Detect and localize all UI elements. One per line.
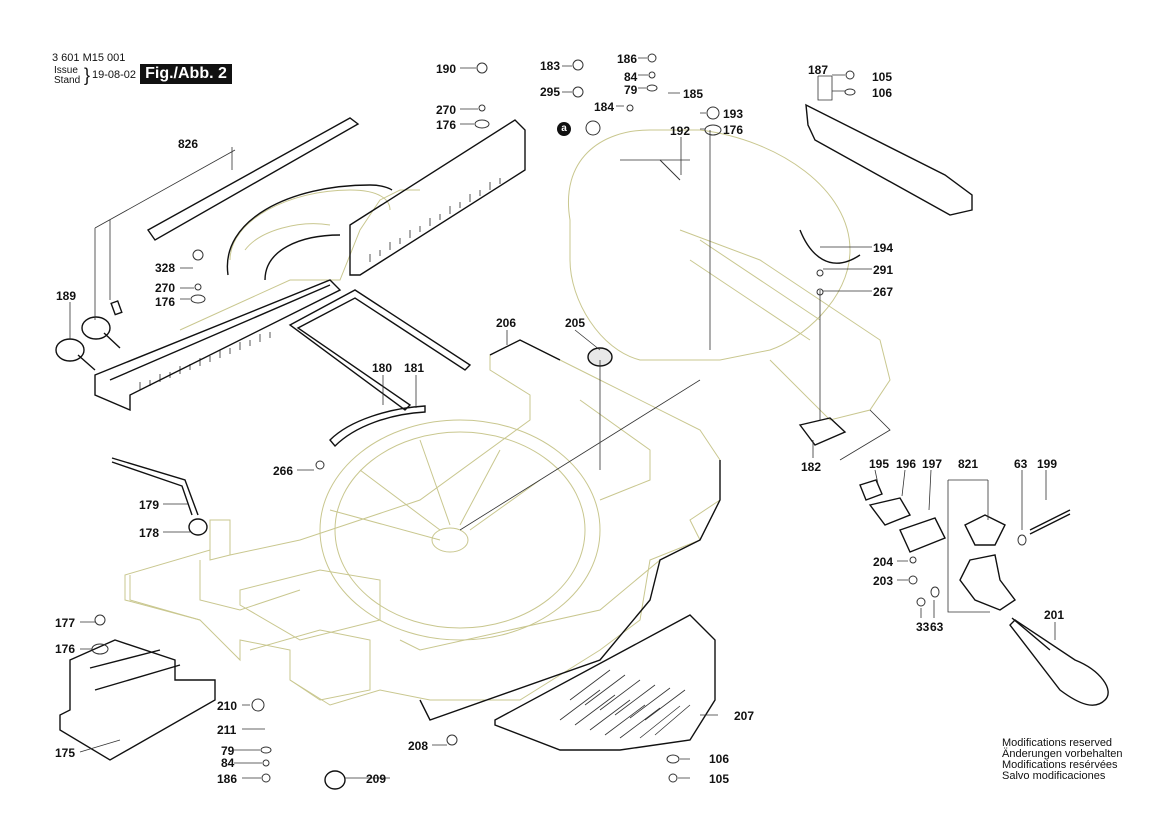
- part-callout-267: 267: [873, 285, 894, 299]
- issue-brace: }: [84, 65, 91, 85]
- part-callout-190: 190: [436, 62, 457, 76]
- part-callout-182: 182: [801, 460, 822, 474]
- part-callout-821: 821: [958, 457, 979, 471]
- fence-scale: [139, 178, 501, 390]
- part-callout-180: 180: [372, 361, 393, 375]
- extension-175: [59, 639, 216, 761]
- part-callout-105: 105: [709, 772, 730, 786]
- notice-de: Änderungen vorbehalten: [1002, 748, 1123, 760]
- part-callout-208: 208: [408, 739, 429, 753]
- part-callout-211: 211: [217, 723, 237, 737]
- notice-fr: Modifications resérvées: [1002, 759, 1118, 771]
- fence-187: [805, 103, 973, 216]
- part-callout-186: 186: [217, 772, 238, 786]
- part-callout-207: 207: [734, 709, 755, 723]
- blade-guard-shield: [329, 405, 426, 448]
- part-callout-176: 176: [436, 118, 457, 132]
- guard-plate-207: [494, 614, 716, 751]
- part-callout-266: 266: [273, 464, 294, 478]
- issue-label: Issue: [54, 65, 78, 76]
- part-callout-197: 197: [922, 457, 943, 471]
- base-outline: [419, 339, 721, 721]
- part-callout-179: 179: [139, 498, 160, 512]
- notice-es: Salvo modificaciones: [1002, 770, 1106, 782]
- part-callout-105: 105: [872, 70, 893, 84]
- plate-slots: [559, 669, 691, 739]
- part-callout-63: 63: [1014, 457, 1028, 471]
- part-callout-195: 195: [869, 457, 890, 471]
- part-callout-176: 176: [155, 295, 176, 309]
- part-callout-199: 199: [1037, 457, 1058, 471]
- saw-arm: [568, 129, 851, 361]
- part-callout-203: 203: [873, 574, 894, 588]
- part-callout-177: 177: [55, 616, 76, 630]
- bracket-821: [959, 554, 1017, 611]
- part-callout-187: 187: [808, 63, 829, 77]
- part-callout-328: 328: [155, 261, 176, 275]
- base-body: [124, 339, 721, 706]
- part-callout-194: 194: [873, 241, 894, 255]
- figure-label: Fig./Abb. 2: [140, 64, 232, 84]
- stand-label: Stand: [54, 75, 81, 86]
- part-callout-196: 196: [896, 457, 917, 471]
- notice-en: Modifications reserved: [1002, 737, 1113, 749]
- part-callout-84: 84: [221, 756, 235, 770]
- turntable-circle: [319, 419, 601, 641]
- part-callout-210: 210: [217, 699, 238, 713]
- part-callout-189: 189: [56, 289, 77, 303]
- part-callout-184: 184: [594, 100, 615, 114]
- part-callout-106: 106: [709, 752, 730, 766]
- part-callout-291: 291: [873, 263, 894, 277]
- part-callout-295: 295: [540, 85, 561, 99]
- part-callout-175: 175: [55, 746, 76, 760]
- detail-badge: a: [557, 122, 571, 136]
- blade-guard-rod: [288, 289, 472, 411]
- part-callout-106: 106: [872, 86, 893, 100]
- part-callout-205: 205: [565, 316, 586, 330]
- part-callout-209: 209: [366, 772, 387, 786]
- part-callout-270: 270: [436, 103, 457, 117]
- part-callout-201: 201: [1044, 608, 1065, 622]
- part-callout-186: 186: [617, 52, 638, 66]
- part-callout-79: 79: [624, 83, 638, 97]
- part-callout-176: 176: [723, 123, 744, 137]
- part-callout-84: 84: [624, 70, 638, 84]
- part-callout-178: 178: [139, 526, 160, 540]
- part-callout-181: 181: [404, 361, 425, 375]
- handle-201: [1009, 619, 1109, 706]
- part-callout-193: 193: [723, 107, 744, 121]
- document-number: 3 601 M15 001: [52, 52, 126, 64]
- part-callout-185: 185: [683, 87, 704, 101]
- part-callout-79: 79: [221, 744, 235, 758]
- fence-right: [349, 119, 526, 276]
- part-callout-826: 826: [178, 137, 199, 151]
- part-callout-204: 204: [873, 555, 894, 569]
- part-callout-206: 206: [496, 316, 517, 330]
- part-callout-270: 270: [155, 281, 176, 295]
- part-callout-192: 192: [670, 124, 691, 138]
- part-callout-63: 63: [930, 620, 944, 634]
- issue-date: 19-08-02: [92, 69, 137, 81]
- modifications-notice: Modifications reserved Änderungen vorbeh…: [1002, 738, 1122, 782]
- fence-left: [94, 279, 342, 412]
- fence-insert: [146, 117, 360, 241]
- part-callout-183: 183: [540, 59, 561, 73]
- part-callout-33: 33: [916, 620, 930, 634]
- bolt-199: [1029, 509, 1071, 535]
- part-callout-176: 176: [55, 642, 76, 656]
